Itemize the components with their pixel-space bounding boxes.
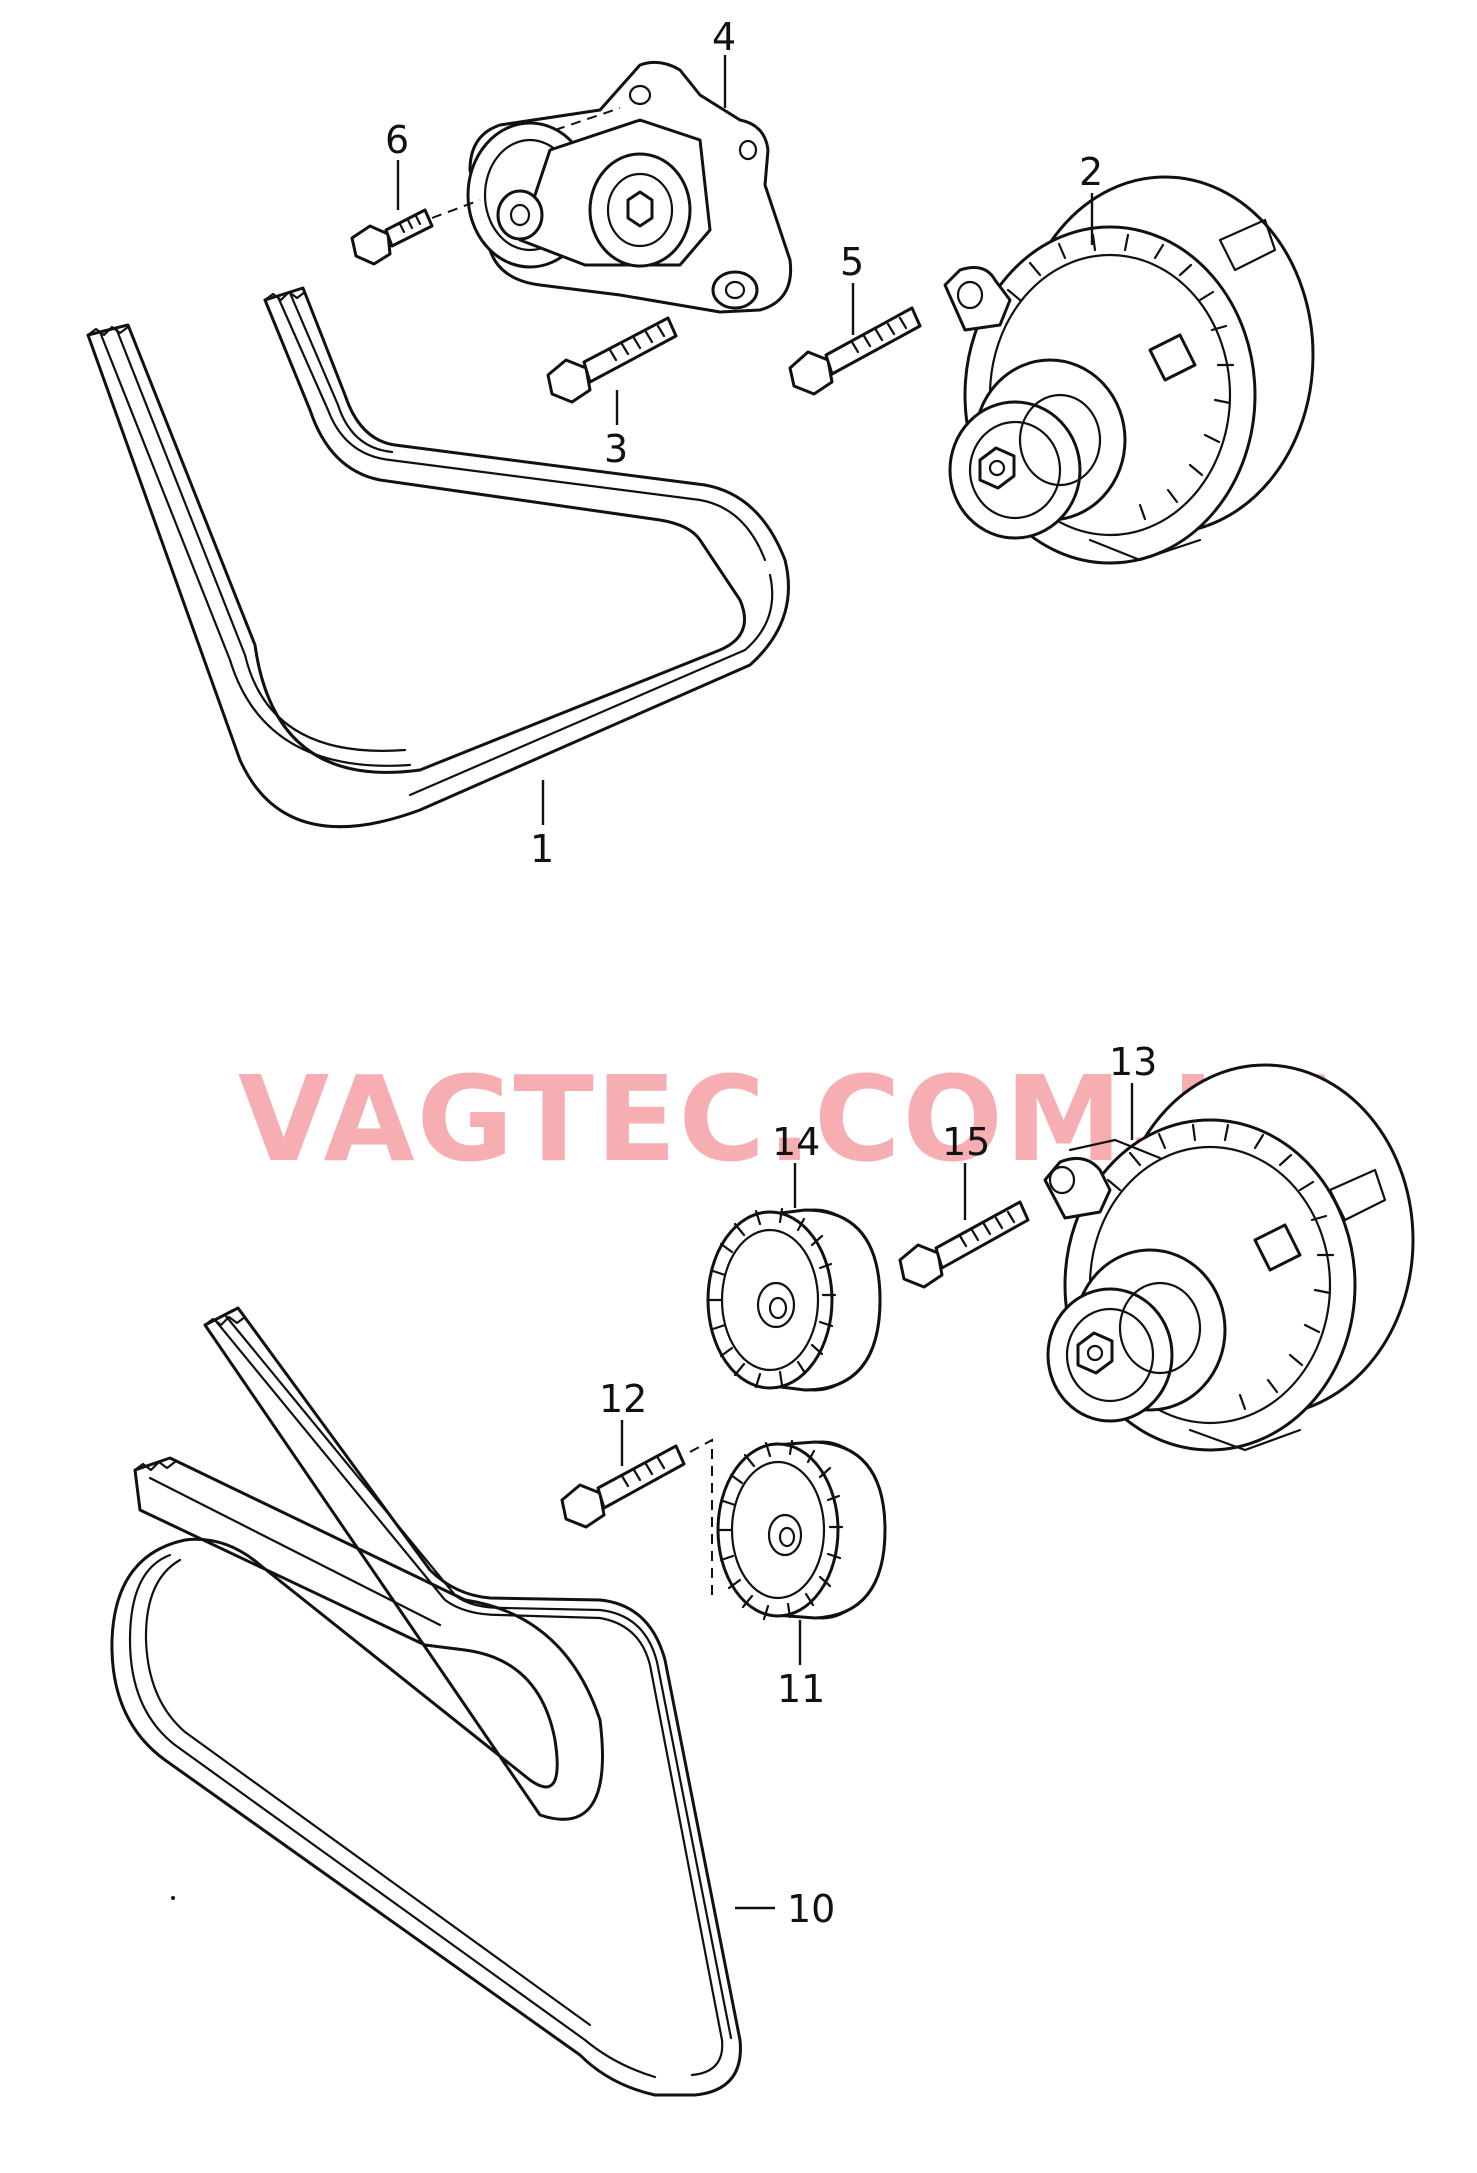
bolt-12: [560, 1444, 686, 1529]
poly-v-belt-1: [86, 286, 790, 829]
assembly-line-6: [431, 199, 481, 219]
alternator-2: [943, 175, 1315, 565]
idler-roller-14: [706, 1207, 882, 1392]
assembly-line-4: [554, 107, 621, 131]
callout-1: 1: [530, 827, 554, 871]
assembly-line-12: [689, 1438, 713, 1600]
callout-6: 6: [385, 118, 409, 162]
callout-5: 5: [840, 240, 864, 284]
callout-15: 15: [942, 1120, 990, 1164]
bolt-3: [546, 316, 678, 404]
belt-tensioner-4: [466, 60, 793, 314]
alternator-13: [1043, 1063, 1415, 1452]
bolt-5: [788, 306, 922, 396]
callout-4: 4: [712, 15, 736, 59]
bolt-15: [898, 1200, 1030, 1289]
poly-v-belt-10: [110, 1306, 742, 2097]
callout-11: 11: [777, 1667, 825, 1711]
callout-14: 14: [772, 1120, 820, 1164]
callout-13: 13: [1109, 1040, 1157, 1084]
callout-10: 10: [787, 1887, 835, 1931]
callout-3: 3: [604, 427, 628, 471]
callout-2: 2: [1079, 150, 1103, 194]
stray-dot: [171, 1896, 175, 1900]
callout-12: 12: [599, 1377, 647, 1421]
idler-roller-11: [716, 1439, 887, 1621]
bolt-6: [350, 208, 434, 266]
